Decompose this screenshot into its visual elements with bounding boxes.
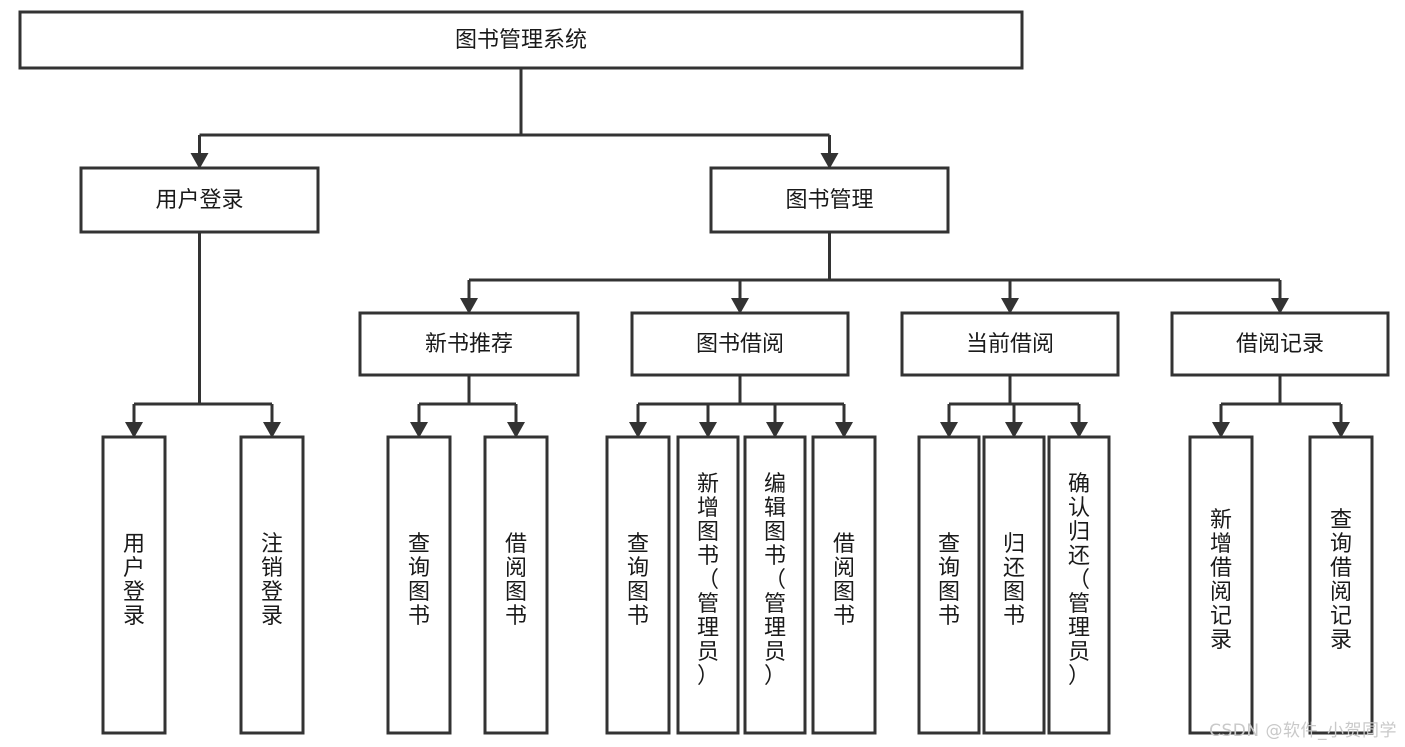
node-current-borrow[interactable]: 当前借阅	[900, 311, 1120, 377]
node-leaf-add-book[interactable]: 新增图书（管理员）	[676, 435, 740, 735]
node-label: 当前借阅	[966, 332, 1054, 357]
node-label: 新书推荐	[425, 332, 513, 357]
node-label: 借阅图书	[505, 532, 527, 629]
node-label: 图书管理系统	[455, 28, 587, 53]
node-box[interactable]	[630, 311, 850, 377]
node-box[interactable]	[358, 311, 580, 377]
node-label: 查询图书	[408, 532, 430, 629]
node-leaf-return-book[interactable]: 归还图书	[982, 435, 1046, 735]
node-box[interactable]	[811, 435, 877, 735]
node-label: 查询图书	[627, 532, 649, 629]
node-leaf-edit-book[interactable]: 编辑图书（管理员）	[743, 435, 807, 735]
node-leaf-add-record[interactable]: 新增借阅记录	[1188, 435, 1254, 735]
edge-group-current-borrow	[940, 375, 1088, 438]
node-box[interactable]	[676, 435, 740, 735]
node-label: 新增图书（管理员）	[697, 472, 719, 689]
node-box[interactable]	[101, 435, 167, 735]
node-leaf-user-login[interactable]: 用户登录	[101, 435, 167, 735]
node-label: 用户登录	[155, 188, 243, 213]
node-leaf-query-book-1[interactable]: 查询图书	[386, 435, 452, 735]
node-box[interactable]	[18, 10, 1024, 70]
node-box[interactable]	[982, 435, 1046, 735]
node-root[interactable]: 图书管理系统	[18, 10, 1024, 70]
node-leaf-query-book-3[interactable]: 查询图书	[917, 435, 981, 735]
node-label: 新增借阅记录	[1210, 508, 1232, 653]
node-box[interactable]	[386, 435, 452, 735]
edge-arrow-icon	[699, 422, 717, 438]
node-leaf-query-record[interactable]: 查询借阅记录	[1308, 435, 1374, 735]
node-leaf-borrow-book-2[interactable]: 借阅图书	[811, 435, 877, 735]
edge-arrow-icon	[940, 422, 958, 438]
nodes-layer: 图书管理系统用户登录图书管理新书推荐图书借阅当前借阅借阅记录用户登录注销登录查询…	[18, 10, 1390, 735]
edges-layer	[125, 68, 1350, 438]
edge-arrow-icon	[190, 153, 209, 169]
node-box[interactable]	[483, 435, 549, 735]
edge-arrow-icon	[835, 422, 853, 438]
node-label: 归还图书	[1003, 532, 1025, 629]
node-box[interactable]	[917, 435, 981, 735]
node-leaf-query-book-2[interactable]: 查询图书	[605, 435, 671, 735]
edge-arrow-icon	[1001, 298, 1019, 314]
edge-group-borrow-record	[1212, 375, 1350, 438]
node-label: 查询图书	[938, 532, 960, 629]
edge-arrow-icon	[410, 422, 428, 438]
edge-arrow-icon	[1005, 422, 1023, 438]
edge-arrow-icon	[125, 422, 143, 438]
node-book-manage[interactable]: 图书管理	[709, 166, 950, 234]
edge-arrow-icon	[731, 298, 749, 314]
node-label: 确认归还（管理员）	[1068, 472, 1090, 689]
node-box[interactable]	[1047, 435, 1111, 735]
watermark: CSDN @软件_小贺同学	[1209, 721, 1397, 741]
node-box[interactable]	[1188, 435, 1254, 735]
edge-arrow-icon	[1271, 298, 1289, 314]
edge-group-new-book-rec	[410, 375, 525, 438]
edge-group-root	[190, 68, 839, 169]
edge-arrow-icon	[629, 422, 647, 438]
node-box[interactable]	[743, 435, 807, 735]
edge-arrow-icon	[1332, 422, 1350, 438]
node-leaf-confirm-return[interactable]: 确认归还（管理员）	[1047, 435, 1111, 735]
node-box[interactable]	[605, 435, 671, 735]
edge-arrow-icon	[766, 422, 784, 438]
node-label: 注销登录	[261, 532, 283, 629]
edge-group-user-login	[125, 232, 281, 438]
node-user-login[interactable]: 用户登录	[79, 166, 320, 234]
edge-arrow-icon	[1070, 422, 1088, 438]
node-box[interactable]	[79, 166, 320, 234]
edge-arrow-icon	[460, 298, 478, 314]
node-box[interactable]	[709, 166, 950, 234]
node-label: 借阅图书	[833, 532, 855, 629]
node-box[interactable]	[239, 435, 305, 735]
node-box[interactable]	[1170, 311, 1390, 377]
node-new-book-rec[interactable]: 新书推荐	[358, 311, 580, 377]
node-label: 图书借阅	[696, 332, 784, 357]
node-label: 借阅记录	[1236, 332, 1324, 357]
node-borrow-record[interactable]: 借阅记录	[1170, 311, 1390, 377]
node-label: 图书管理	[785, 188, 873, 213]
edge-arrow-icon	[820, 153, 839, 169]
node-leaf-borrow-book-1[interactable]: 借阅图书	[483, 435, 549, 735]
edge-arrow-icon	[1212, 422, 1230, 438]
edge-group-book-manage	[460, 232, 1289, 314]
node-label: 用户登录	[123, 532, 145, 629]
node-leaf-logout[interactable]: 注销登录	[239, 435, 305, 735]
node-label: 编辑图书（管理员）	[764, 472, 786, 689]
edge-group-book-borrow	[629, 375, 853, 438]
edge-arrow-icon	[263, 422, 281, 438]
node-label: 查询借阅记录	[1330, 508, 1352, 653]
node-box[interactable]	[1308, 435, 1374, 735]
node-book-borrow[interactable]: 图书借阅	[630, 311, 850, 377]
edge-arrow-icon	[507, 422, 525, 438]
node-box[interactable]	[900, 311, 1120, 377]
